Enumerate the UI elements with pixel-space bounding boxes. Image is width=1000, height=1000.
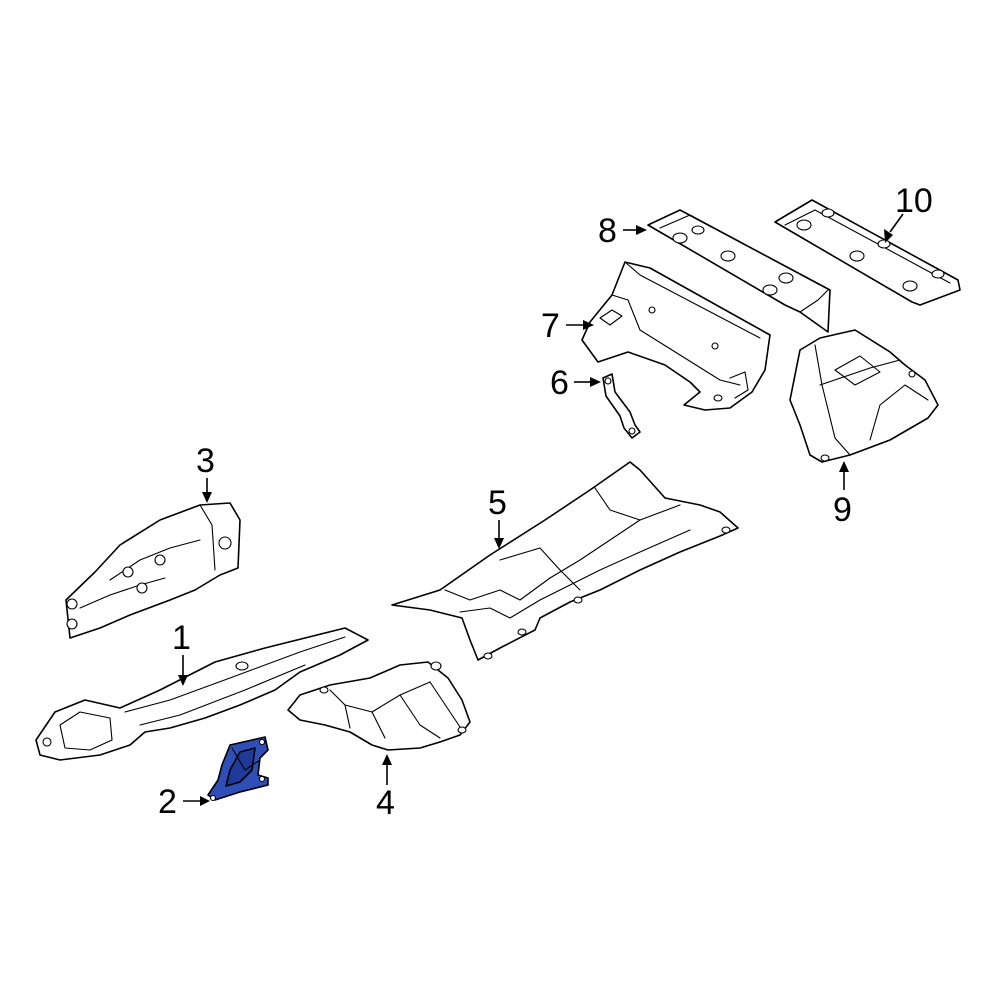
part-3-heat-shield[interactable] bbox=[65, 502, 241, 639]
callout-2: 2 bbox=[158, 783, 177, 821]
callout-4: 4 bbox=[376, 784, 395, 822]
part-10-heat-shield-plate[interactable] bbox=[774, 199, 961, 306]
callout-1: 1 bbox=[172, 619, 191, 657]
callout-10: 10 bbox=[895, 182, 933, 220]
callout-8: 8 bbox=[598, 212, 617, 250]
callout-labels: 1 2 3 4 5 6 7 8 9 10 bbox=[158, 182, 933, 822]
part-5-tunnel-heat-shield[interactable] bbox=[391, 461, 739, 661]
part-6-bracket[interactable] bbox=[602, 373, 641, 439]
part-2-heat-shield-highlighted[interactable] bbox=[207, 736, 269, 802]
callout-5: 5 bbox=[488, 484, 507, 522]
part-8-heat-shield[interactable] bbox=[647, 209, 831, 333]
callout-3: 3 bbox=[196, 442, 215, 480]
part-7-heat-shield[interactable] bbox=[581, 261, 771, 411]
callout-9: 9 bbox=[833, 491, 852, 529]
part-1-heat-shield[interactable] bbox=[35, 627, 369, 761]
part-4-heat-shield[interactable] bbox=[287, 661, 471, 751]
callout-7: 7 bbox=[541, 307, 560, 345]
callout-leaders bbox=[178, 213, 904, 806]
part-9-muffler-heat-shield[interactable] bbox=[789, 329, 939, 463]
callout-6: 6 bbox=[550, 364, 569, 402]
